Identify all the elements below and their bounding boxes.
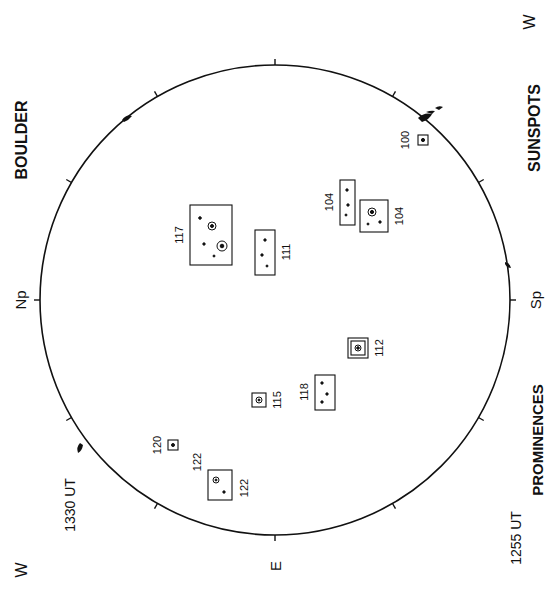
region-number: 100: [400, 131, 411, 149]
pole-label: Sp: [528, 291, 543, 309]
limb-tick: [66, 180, 71, 183]
direction-label: W: [14, 562, 30, 577]
limb-tick: [155, 91, 158, 96]
limb-tick: [274, 535, 275, 541]
region-number: 115: [272, 391, 283, 409]
region-number: 111: [281, 244, 292, 261]
region-number: 118: [299, 383, 310, 401]
limb-tick: [155, 504, 158, 509]
limb-label: E: [268, 561, 283, 571]
region-number: 120: [152, 436, 163, 454]
region-number: 122: [192, 453, 203, 471]
panel-title: PROMINENCES: [530, 384, 545, 496]
region-number: 104: [324, 193, 335, 211]
region-number: 117: [174, 226, 185, 244]
pole-label: Np: [13, 290, 28, 309]
direction-label: W: [522, 14, 538, 29]
limb-tick: [393, 504, 396, 509]
station-name: BOULDER: [14, 100, 30, 179]
time-label: 1255 UT: [509, 511, 523, 565]
panel-title: SUNSPOTS: [527, 84, 543, 172]
limb-tick: [34, 299, 40, 300]
limb-tick: [66, 418, 71, 421]
limb-tick: [479, 180, 484, 183]
limb-tick: [274, 59, 275, 65]
region-number: 122: [239, 479, 250, 497]
limb-tick: [479, 418, 484, 421]
time-label: 1330 UT: [63, 478, 77, 532]
region-number: 104: [394, 207, 405, 225]
limb-tick: [393, 91, 396, 96]
limb-tick: [510, 299, 516, 300]
region-number: 112: [374, 339, 385, 357]
